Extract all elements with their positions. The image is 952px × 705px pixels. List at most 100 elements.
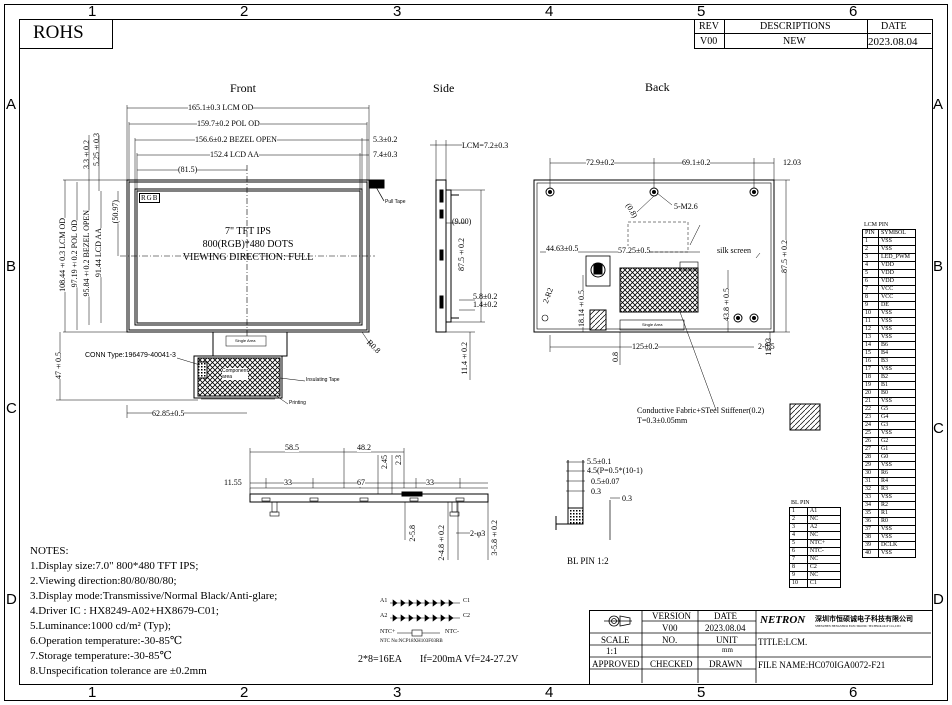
col-5: 5 xyxy=(697,3,706,20)
rohs-label: ROHS xyxy=(33,22,84,43)
ntc-plus: NTC+ xyxy=(380,629,396,635)
col-3: 3 xyxy=(393,3,402,20)
row-a: A xyxy=(6,96,17,113)
dim-lcd-aa: 152.4 LCD AA xyxy=(210,150,260,159)
date-label: DATE xyxy=(714,611,737,621)
col-6: 6 xyxy=(849,3,858,20)
rev-value: V00 xyxy=(700,36,718,47)
desc-header: DESCRIPTIONS xyxy=(760,21,831,32)
col-4: 4 xyxy=(545,3,554,20)
side-58: 5.8±0.2 xyxy=(473,292,498,301)
blzoom-55: 5.5±0.1 xyxy=(587,457,612,466)
display-line-1: 7" TFT IPS xyxy=(225,226,271,237)
stiffener-label: Conductive Fabric+STeel Stiffener(0.2) xyxy=(637,406,765,415)
col-1-bottom: 1 xyxy=(88,684,97,701)
note-4: 4.Driver IC : HX8249-A02+HX8679-C01; xyxy=(30,605,219,617)
revision-table xyxy=(694,19,932,49)
col-5-bottom: 5 xyxy=(697,684,706,701)
date-header: DATE xyxy=(881,21,907,32)
rgb-label: RGB xyxy=(139,193,161,203)
fpc-phi3: 2-φ3 xyxy=(470,529,486,538)
dim-lcm-od: 165.1±0.3 LCM OD xyxy=(188,103,254,112)
row-b-right: B xyxy=(933,258,944,275)
approved-label: APPROVED xyxy=(592,659,640,669)
row-d-right: D xyxy=(933,591,944,608)
dim-right-74: 7.4±0.3 xyxy=(373,150,398,159)
pin-symbol: VSS xyxy=(877,549,917,558)
drawn-label: DRAWN xyxy=(709,659,743,669)
stiffener-thickness: T=0.3±0.05mm xyxy=(637,416,688,425)
notes-title: NOTES: xyxy=(30,545,69,557)
led-c2: C2 xyxy=(463,613,471,619)
dim-6285: 62.85±0.5 xyxy=(152,409,185,418)
fpc-33b: 33 xyxy=(426,478,434,487)
back-285: 2-8.5 xyxy=(758,342,775,351)
led-c1: C1 xyxy=(463,598,471,604)
row-c: C xyxy=(6,400,17,417)
printing-label: Printing xyxy=(289,400,306,406)
blzoom-03b: 0.3 xyxy=(622,494,632,503)
fpc-1155: 11.55 xyxy=(224,478,242,487)
row-d: D xyxy=(6,591,17,608)
rev-vline2 xyxy=(867,19,868,48)
col-2: 2 xyxy=(240,3,249,20)
front-view-title: Front xyxy=(230,81,257,95)
fpc-33a: 33 xyxy=(284,478,292,487)
note-3: 3.Display mode:Transmissive/Normal Black… xyxy=(30,590,278,602)
led-a2: A2 xyxy=(380,613,388,619)
fpc-482: 48.2 xyxy=(357,443,371,452)
col-4-bottom: 4 xyxy=(545,684,554,701)
insulating-tape-label: Insulating Tape xyxy=(306,377,340,383)
note-1: 1.Display size:7.0" 800*480 TFT IPS; xyxy=(30,560,199,572)
note-2: 2.Viewing direction:80/80/80/80; xyxy=(30,575,177,587)
back-5725: 57.25±0.5 xyxy=(618,246,651,255)
col-3-bottom: 3 xyxy=(393,684,402,701)
bl-pin-symbol: C1 xyxy=(806,579,842,588)
version-label: VERSION xyxy=(652,611,692,621)
led-spec: If=200mA Vf=24-27.2V xyxy=(420,654,519,665)
dim-pol-od: 159.7±0.2 POL OD xyxy=(197,119,260,128)
company-name: 深圳市恒硕诚电子科技有限公司 xyxy=(815,615,913,623)
col-2-bottom: 2 xyxy=(240,684,249,701)
unit-label: UNIT xyxy=(716,635,738,645)
checked-label: CHECKED xyxy=(650,659,693,669)
conn-type-label: CONN Type:196479-40041-3 xyxy=(85,352,176,359)
row-b: B xyxy=(6,258,17,275)
notes-block: NOTES: 1.Display size:7.0" 800*480 TFT I… xyxy=(30,544,277,679)
rev-vline1 xyxy=(724,19,725,48)
col-6-bottom: 6 xyxy=(849,684,858,701)
file-name: FILE NAME:HC070IGA0072-F21 xyxy=(758,660,886,670)
blzoom-45: 4.5(P=0.5*(10-1) xyxy=(587,466,643,475)
desc-value: NEW xyxy=(783,36,806,47)
title-block xyxy=(589,610,932,684)
bl-pin-title: BL PIN xyxy=(791,500,810,506)
dim-right-53: 5.3±0.2 xyxy=(373,135,398,144)
drawing-border xyxy=(4,4,948,701)
back-view-title: Back xyxy=(645,80,670,94)
display-line-3: VIEWING DIRECTION: FULL xyxy=(182,252,314,263)
note-8: 8.Unspecification tolerance are ±0.2mm xyxy=(30,665,207,677)
blzoom-05: 0.5±0.07 xyxy=(591,477,620,486)
side-view-title: Side xyxy=(433,81,455,95)
back-m26: 5-M2.6 xyxy=(674,202,698,211)
fpc-585: 58.5 xyxy=(285,443,299,452)
date-value-tb: 2023.08.04 xyxy=(705,623,746,633)
brand-logo: NETRON xyxy=(760,614,806,626)
display-line-2: 800(RGB)*480 DOTS xyxy=(202,239,294,250)
back-691: 69.1±0.2 xyxy=(682,158,711,167)
back-single-area: Single Area xyxy=(642,322,663,327)
ntc-number: NTC No:NCP18XH103F03RB xyxy=(380,639,443,644)
col-1: 1 xyxy=(88,3,97,20)
note-5: 5.Luminance:1000 cd/m² (Typ); xyxy=(30,620,171,632)
inner-border xyxy=(19,19,933,685)
back-silk: silk screen xyxy=(717,246,751,255)
led-a1: A1 xyxy=(380,598,388,604)
